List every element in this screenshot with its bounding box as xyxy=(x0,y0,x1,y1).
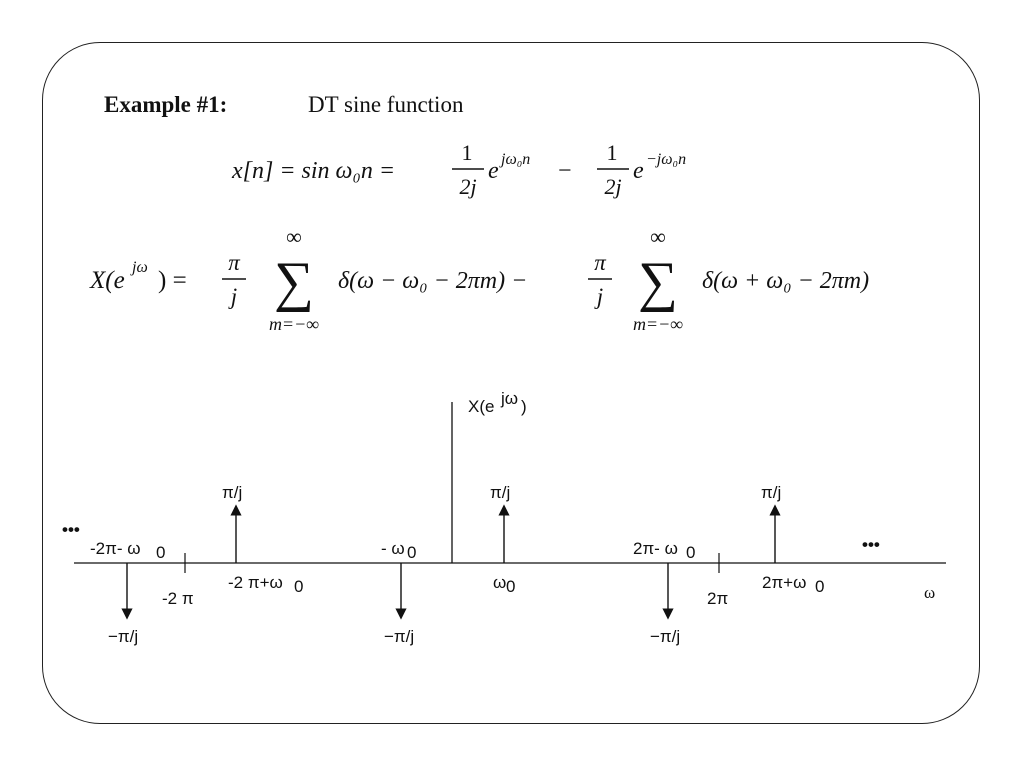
eq1-minus: − xyxy=(558,158,572,184)
example-title: Example #1: xyxy=(104,92,228,117)
y-axis-label: X(e xyxy=(468,397,494,416)
example-label: Example #1: xyxy=(104,92,227,118)
eq1-exp2-sup: −jω₀n xyxy=(646,151,686,168)
impulse-label-neg-2: −π/j xyxy=(384,627,414,646)
eq2-pi1: π xyxy=(228,250,241,275)
eq1-frac2-num: 1 xyxy=(607,140,618,165)
impulse-label-neg-3: −π/j xyxy=(650,627,680,646)
slide-frame xyxy=(42,42,980,724)
eq2-lhs-close: ) = xyxy=(158,267,187,294)
eq2-j1: j xyxy=(228,284,237,309)
eq1-exp2-base: e xyxy=(633,158,644,184)
freq-sub-3: 0 xyxy=(407,543,416,562)
equation-2: X(e jω ) = π j ∞ ∑ m=−∞ δ(ω − ω₀ − 2πm) … xyxy=(89,224,869,334)
freq-sub-6: 0 xyxy=(815,577,824,596)
eq2-sum2-symbol: ∑ xyxy=(638,251,678,313)
y-axis-label-sup: jω xyxy=(500,389,518,408)
example-subtitle: DT sine function xyxy=(308,92,464,117)
freq-label-neg-2pi-minus-w0: -2π- ω xyxy=(90,539,141,558)
ellipsis-left: ••• xyxy=(62,520,80,539)
eq2-sum2-top: ∞ xyxy=(650,224,666,249)
eq2-sum1-bottom: m=−∞ xyxy=(269,314,319,334)
freq-label-w0: ω xyxy=(493,573,506,592)
eq2-j2: j xyxy=(594,284,603,309)
eq2-sum1-symbol: ∑ xyxy=(274,251,314,313)
impulse-label-pos-1: π/j xyxy=(222,483,242,502)
eq1-frac1-den: 2j xyxy=(459,174,476,199)
eq2-term2: δ(ω + ω₀ − 2πm) xyxy=(702,268,869,294)
eq1-frac2-den: 2j xyxy=(604,174,621,199)
freq-sub-5: 0 xyxy=(686,543,695,562)
eq1-exp1-base: e xyxy=(488,158,499,184)
impulse-label-pos-2: π/j xyxy=(490,483,510,502)
tick-label-pos-2pi: 2π xyxy=(707,589,728,608)
spectrum-plot: X(e jω ) ω ••• ••• -2 π 2π π/j π/j π/j −… xyxy=(62,389,946,646)
eq1-lhs: x[n] = sin ω₀n = xyxy=(231,158,395,184)
equation-1: x[n] = sin ω₀n = 1 2j e jω₀n − 1 2j e −j… xyxy=(231,140,686,199)
eq2-term1: δ(ω − ω₀ − 2πm) − xyxy=(338,268,527,294)
impulse-label-neg-1: −π/j xyxy=(108,627,138,646)
freq-sub-4: 0 xyxy=(506,577,515,596)
eq2-pi2: π xyxy=(594,250,607,275)
y-axis-label-close: ) xyxy=(521,397,527,416)
x-axis-label: ω xyxy=(924,583,935,602)
eq2-sum1-top: ∞ xyxy=(286,224,302,249)
tick-label-neg-2pi: -2 π xyxy=(162,589,194,608)
freq-label-2pi-plus-w0: 2π+ω xyxy=(762,573,806,592)
eq2-lhs-sup: jω xyxy=(130,259,148,276)
eq2-sum2-bottom: m=−∞ xyxy=(633,314,683,334)
impulse-label-pos-3: π/j xyxy=(761,483,781,502)
freq-sub-2: 0 xyxy=(294,577,303,596)
ellipsis-right: ••• xyxy=(862,535,880,554)
freq-label-2pi-minus-w0: 2π- ω xyxy=(633,539,678,558)
freq-label-neg-w0: - ω xyxy=(381,539,405,558)
freq-sub-1: 0 xyxy=(156,543,165,562)
eq1-frac1-num: 1 xyxy=(462,140,473,165)
eq1-exp1-sup: jω₀n xyxy=(499,151,530,168)
eq2-lhs: X(e xyxy=(89,267,125,294)
freq-label-neg-2pi-plus-w0: -2 π+ω xyxy=(228,573,283,592)
